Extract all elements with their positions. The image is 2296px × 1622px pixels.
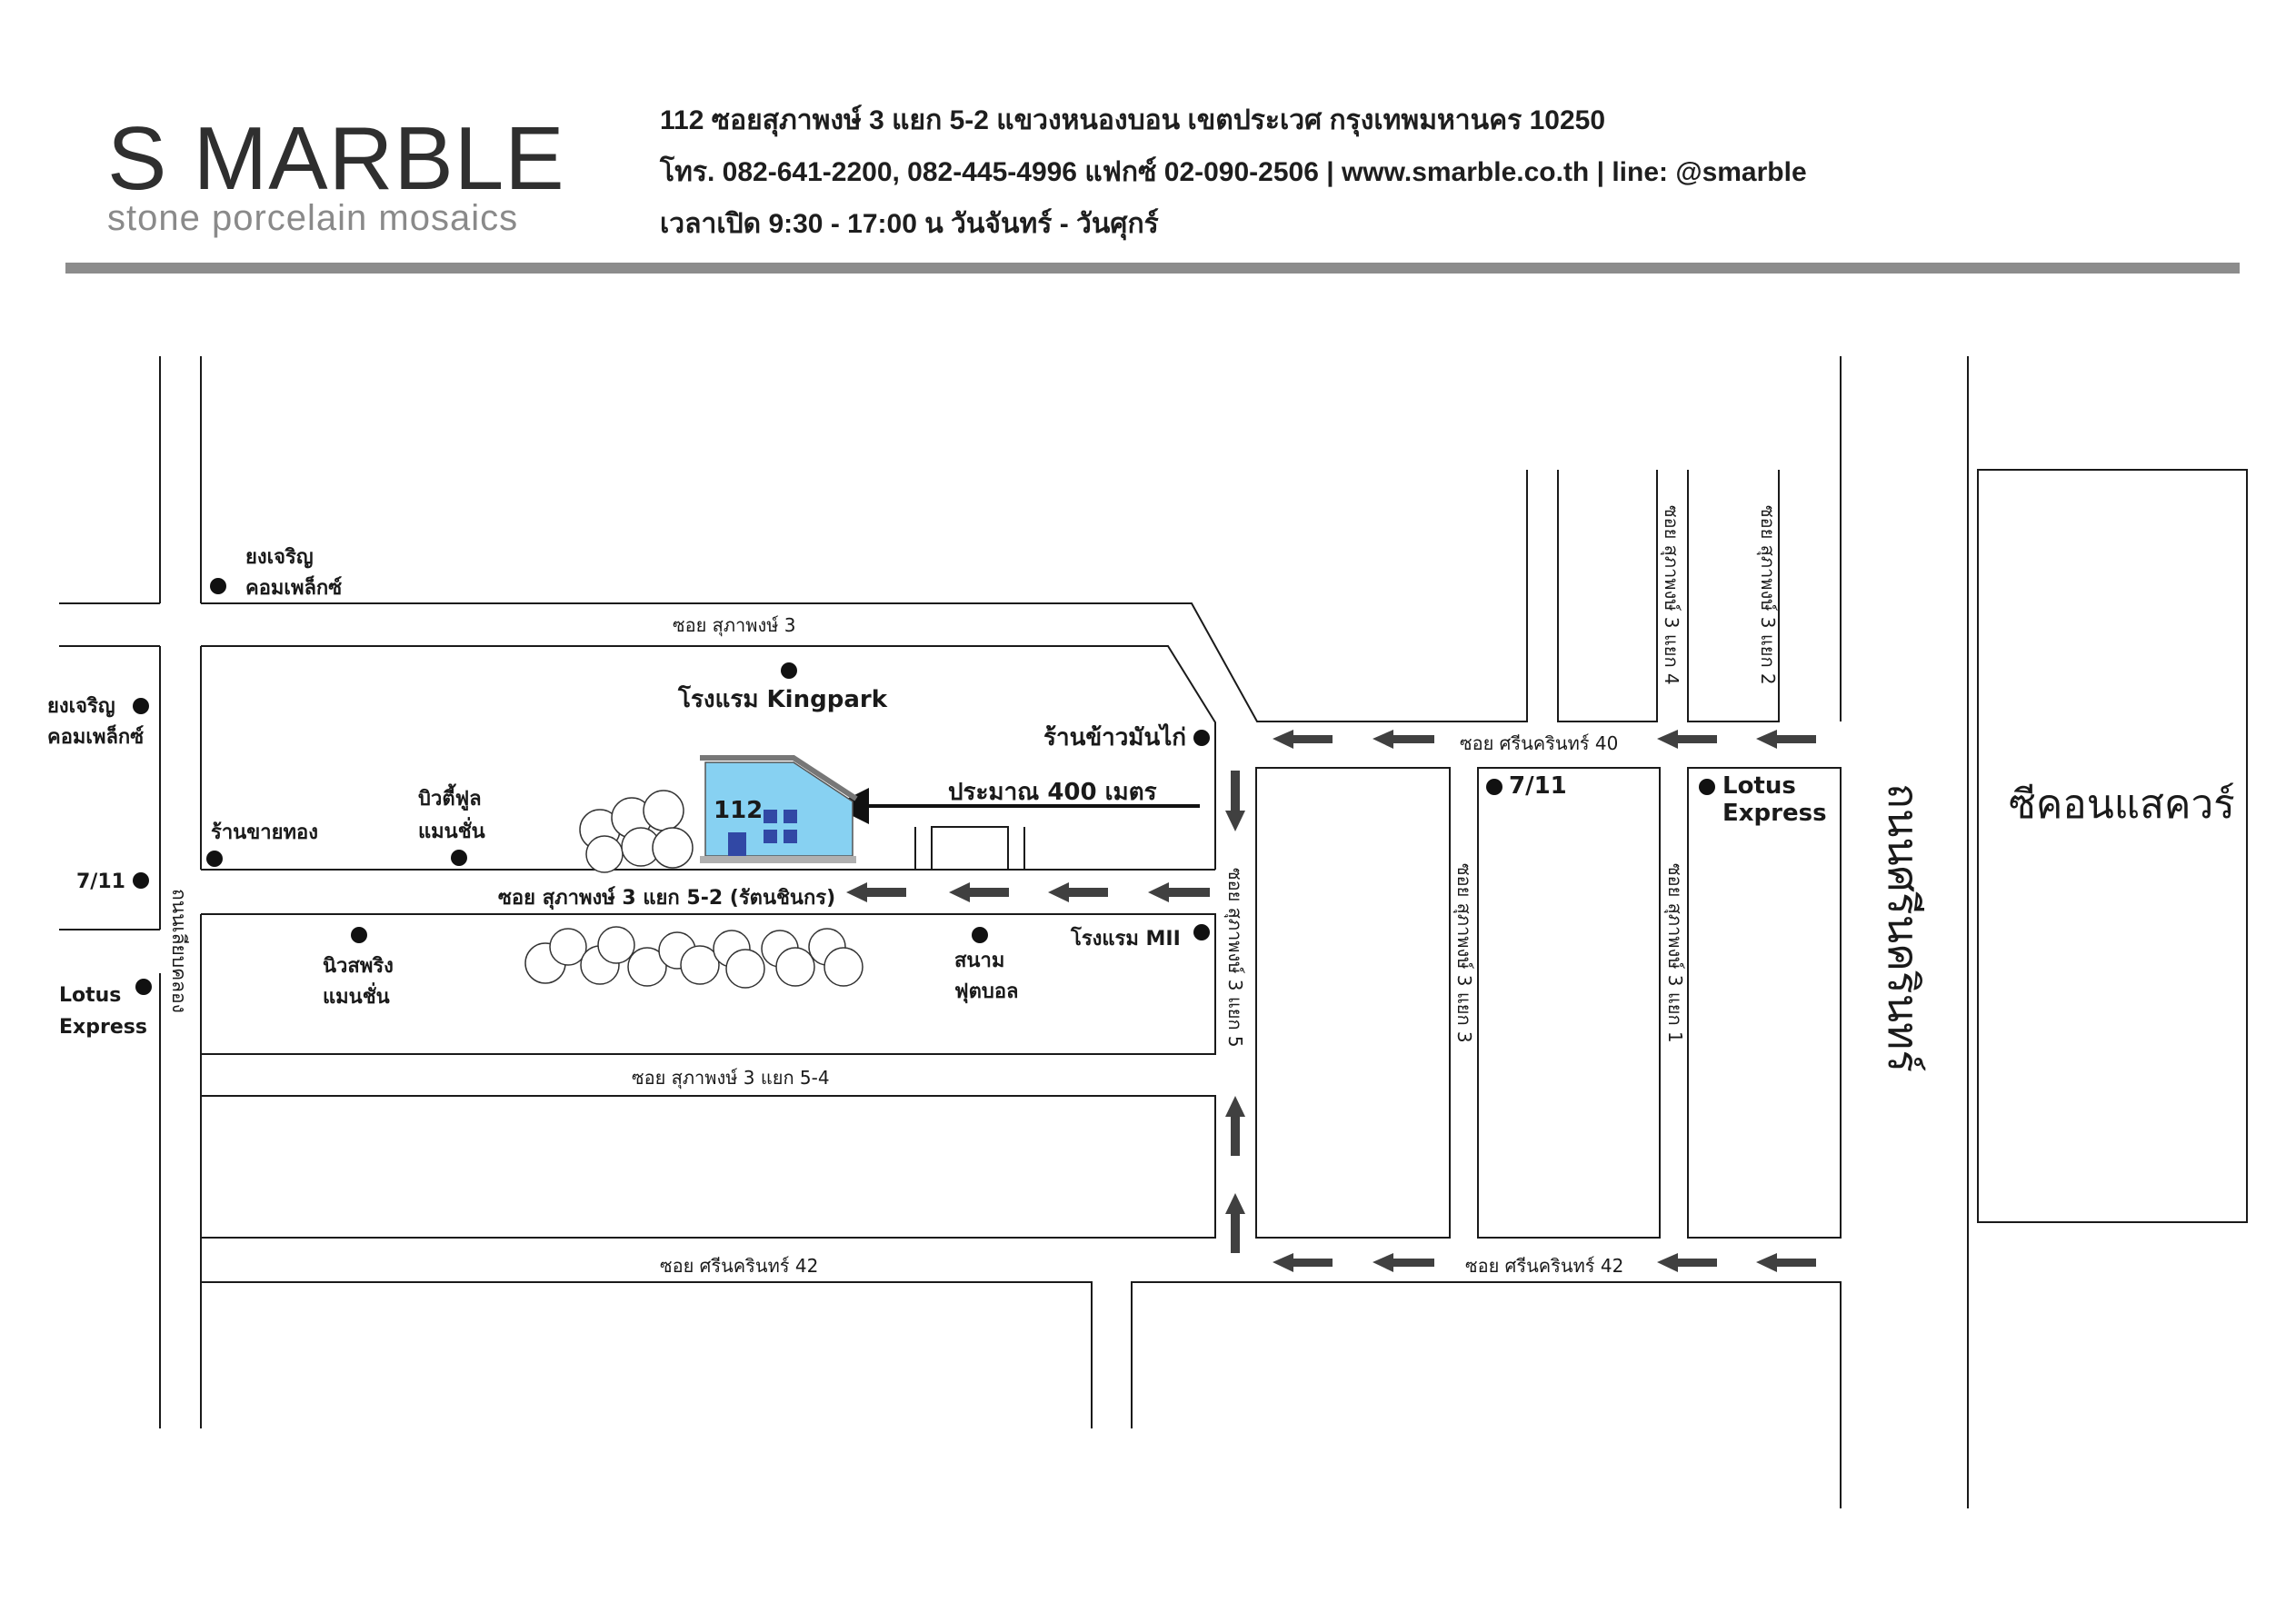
- road-label-srinakarin42-right: ซอย ศรีนครินทร์ 42: [1465, 1255, 1623, 1277]
- arrow-5-2-1: [846, 882, 906, 902]
- arrow-soi40-2: [1373, 730, 1434, 749]
- road-label-soi3-4: ซอย สุภาพงษ์ 3 แยก 4: [1660, 505, 1682, 685]
- marker-beauty: [451, 850, 467, 866]
- road-label-srinakarin: ถนนศรีนครินทร์: [1879, 783, 1928, 1072]
- label-yongcharoen-top-1: ยงเจริญ: [245, 546, 314, 569]
- hours-line: เวลาเปิด 9:30 - 17:00 น วันจันทร์ - วันศ…: [660, 209, 1159, 239]
- brand-logo: S MARBLE stone porcelain mosaics: [107, 108, 565, 238]
- marker-khaomankai: [1193, 730, 1210, 746]
- marker-stadium: [972, 927, 988, 943]
- arrow-soi5-up-1: [1225, 1096, 1245, 1156]
- label-lotus-right-1: Lotus: [1722, 772, 1796, 800]
- arrow-soi40-3: [1657, 730, 1717, 749]
- road-label-srinakarin40: ซอย ศรีนครินทร์ 40: [1460, 732, 1618, 754]
- label-beauty-1: บิวตี้ฟูล: [418, 783, 482, 811]
- road-label-soi3-5: ซอย สุภาพงษ์ 3 แยก 5: [1223, 868, 1246, 1048]
- marker-kingpark: [781, 662, 797, 679]
- marker-711-left: [133, 872, 149, 889]
- label-711-left: 7/11: [76, 871, 125, 893]
- marker-gold-shop: [206, 851, 223, 867]
- arrow-5-2-2: [949, 882, 1009, 902]
- marker-hotel-mii: [1193, 924, 1210, 940]
- label-stadium-2: ฟุตบอล: [954, 980, 1019, 1004]
- distance-label: ประมาณ 400 เมตร: [948, 779, 1157, 806]
- contact-line: โทร. 082-641-2200, 082-445-4996 แฟกซ์ 02…: [660, 157, 1807, 187]
- arrow-soi5-up-2: [1225, 1193, 1245, 1253]
- arrow-soi40-1: [1273, 730, 1333, 749]
- label-711-right: 7/11: [1509, 772, 1567, 800]
- arrow-soi42-2: [1373, 1253, 1434, 1272]
- marker-yongcharoen-top: [210, 578, 226, 594]
- road-label-soi3-2: ซอย สุภาพงษ์ 3 แยก 2: [1756, 505, 1779, 685]
- label-lotus-left-2: Express: [59, 1016, 147, 1039]
- arrow-soi42-4: [1756, 1253, 1816, 1272]
- label-yongcharoen-top-2: คอมเพล็กซ์: [245, 574, 342, 600]
- label-gold-shop: ร้านขายทอง: [211, 821, 318, 844]
- road-label-soi3-5-4: ซอย สุภาพงษ์ 3 แยก 5-4: [632, 1067, 830, 1090]
- label-lotus-right-2: Express: [1722, 800, 1827, 827]
- road-network: [59, 356, 2248, 1508]
- landmark-markers: [133, 578, 1715, 995]
- shop-building-icon: [700, 755, 858, 863]
- arrow-5-2-3: [1048, 882, 1108, 902]
- road-label-soi3-5-2: ซอย สุภาพงษ์ 3 แยก 5-2 (รัตนชินกร): [498, 886, 835, 911]
- arrow-5-2-4: [1148, 882, 1210, 902]
- tree-cluster-south: [524, 926, 863, 989]
- label-kingpark: โรงแรม Kingpark: [677, 684, 888, 713]
- contact-block: 112 ซอยสุภาพงษ์ 3 แยก 5-2 แขวงหนองบอน เข…: [660, 95, 1807, 250]
- label-seacon: ซีคอนแสควร์: [2009, 781, 2235, 828]
- marker-lotus-right: [1699, 779, 1715, 795]
- arrow-soi40-4: [1756, 730, 1816, 749]
- road-label-lat-krabang: ถนนเลียบคลอง: [168, 889, 190, 1013]
- marker-niwat: [351, 927, 367, 943]
- label-hotel-mii: โรงแรม MII: [1070, 926, 1181, 950]
- marker-711-right: [1486, 779, 1502, 795]
- label-niwat-1: นิวสพริง: [323, 955, 394, 978]
- one-way-arrows: [846, 730, 1816, 1272]
- label-khaomankai: ร้านข้าวมันไก่: [1043, 722, 1186, 751]
- brand-name: S MARBLE: [107, 108, 565, 208]
- marker-lotus-left: [135, 979, 152, 995]
- label-beauty-2: แมนชั่น: [418, 816, 485, 843]
- arrow-soi42-1: [1273, 1253, 1333, 1272]
- label-yongcharoen-left-1: ยงเจริญ: [47, 695, 115, 718]
- marker-yongcharoen-left: [133, 698, 149, 714]
- road-label-soi3-3: ซอย สุภาพงษ์ 3 แยก 3: [1452, 863, 1475, 1043]
- label-yongcharoen-left-2: คอมเพล็กซ์: [47, 723, 144, 749]
- label-lotus-left-1: Lotus: [59, 984, 121, 1007]
- arrow-soi42-3: [1657, 1253, 1717, 1272]
- tree-cluster-north: [579, 790, 694, 873]
- label-niwat-2: แมนชั่น: [323, 981, 390, 1009]
- address-line: 112 ซอยสุภาพงษ์ 3 แยก 5-2 แขวงหนองบอน เข…: [660, 105, 1606, 135]
- road-label-soi3-1: ซอย สุภาพงษ์ 3 แยก 1: [1663, 863, 1686, 1043]
- road-label-soi3: ซอย สุภาพงษ์ 3: [673, 614, 796, 637]
- label-stadium-1: สนาม: [954, 950, 1004, 972]
- shop-number: 112: [714, 797, 763, 824]
- arrow-soi5-down: [1225, 771, 1245, 831]
- header-divider: [65, 263, 2240, 274]
- road-label-srinakarin42-left: ซอย ศรีนครินทร์ 42: [660, 1255, 818, 1277]
- brand-tagline: stone porcelain mosaics: [107, 198, 519, 238]
